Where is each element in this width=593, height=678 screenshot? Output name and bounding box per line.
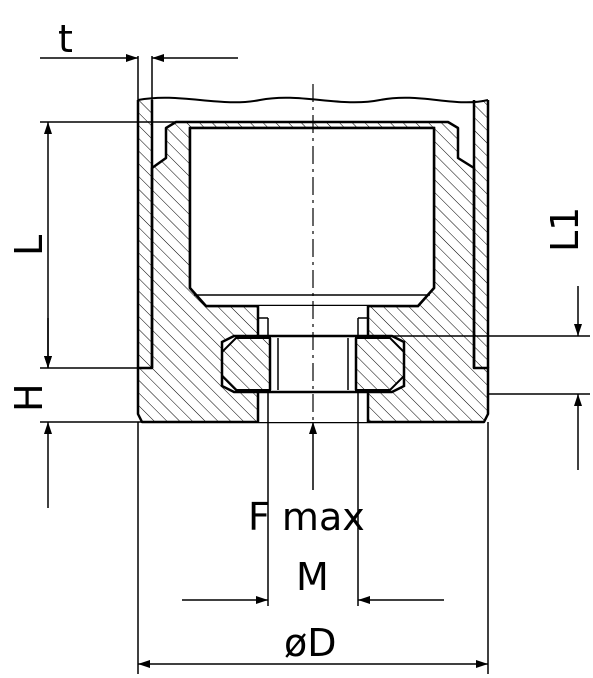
dim-H	[40, 318, 142, 508]
tube-wall-right	[472, 100, 490, 368]
inner-bore	[188, 126, 436, 308]
label-L1: L1	[543, 207, 587, 252]
tube-wall-left	[136, 100, 154, 368]
label-L: L	[7, 235, 51, 256]
hex-nut-right	[355, 337, 405, 391]
label-f-max: F max	[248, 495, 365, 539]
dim-L1	[392, 286, 590, 470]
label-D: øD	[284, 621, 337, 665]
dim-t	[40, 54, 238, 100]
hex-nut-left	[221, 337, 271, 391]
dim-D	[137, 422, 489, 674]
tube-break-line	[137, 96, 489, 104]
label-M: M	[296, 555, 329, 599]
dim-M	[182, 422, 444, 606]
label-t: t	[58, 17, 73, 61]
label-H: H	[7, 383, 51, 412]
